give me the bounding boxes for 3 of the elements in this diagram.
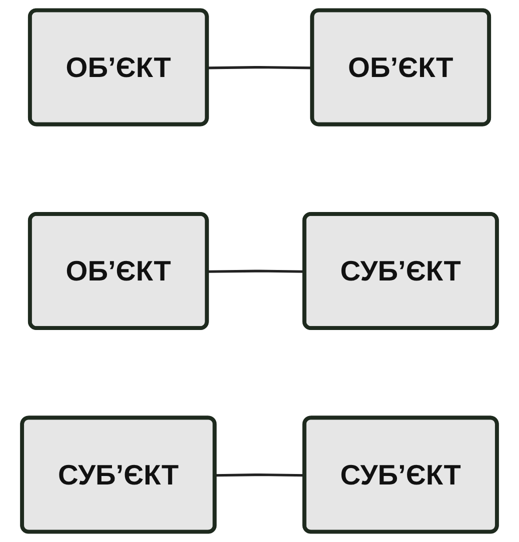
connector	[215, 473, 305, 477]
connector	[207, 66, 313, 70]
connector	[207, 270, 305, 273]
